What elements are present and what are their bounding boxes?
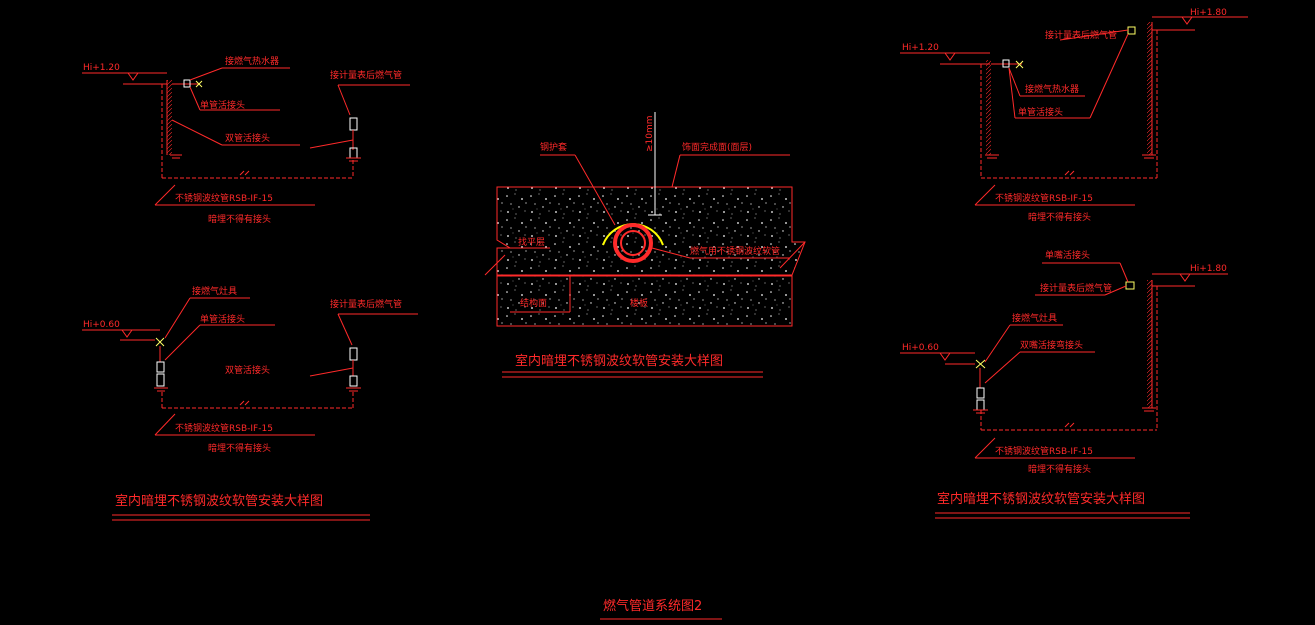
label-elbow: 双嘴活接弯接头 bbox=[1020, 339, 1083, 351]
elev-br-right: Hi+1.80 bbox=[1190, 264, 1227, 274]
label-no-joint: 暗埋不得有接头 bbox=[1028, 463, 1091, 475]
title-left: 室内暗埋不锈钢波纹软管安装大样图 bbox=[115, 493, 323, 509]
detail-top-left-text: Hi+1.20 接燃气热水器 单管活接头 双管活接头 接计量表后燃气管 不锈钢波… bbox=[83, 55, 402, 225]
title-left-underline bbox=[112, 514, 370, 521]
detail-bottom-left bbox=[82, 297, 418, 436]
detail-bottom-right-text: Hi+0.60 Hi+1.80 单嘴活接头 接计量表后燃气管 接燃气灶具 双嘴活… bbox=[902, 249, 1227, 507]
label-protect-layer: 找平层 bbox=[518, 236, 545, 248]
label-depth: ≥10mm bbox=[645, 115, 655, 152]
label-after-meter: 接计量表后燃气管 bbox=[330, 69, 402, 81]
detail-top-right bbox=[900, 16, 1248, 206]
label-structure: 结构面 bbox=[520, 297, 547, 309]
section-detail bbox=[484, 112, 806, 327]
label-after-meter: 接计量表后燃气管 bbox=[330, 298, 402, 310]
section-detail-text: 钢护套 ≥10mm 饰面完成面(面层) 找平层 燃气用不锈钢波纹软管 结构面 楼… bbox=[515, 115, 780, 369]
label-no-joint: 暗埋不得有接头 bbox=[1028, 211, 1091, 223]
label-nozzle: 单嘴活接头 bbox=[1045, 249, 1090, 261]
elev-br-left: Hi+0.60 bbox=[902, 343, 939, 353]
label-single-connector: 单管活接头 bbox=[1018, 106, 1063, 118]
detail-top-right-text: Hi+1.20 Hi+1.80 接计量表后燃气管 接燃气热水器 单管活接头 不锈… bbox=[902, 8, 1227, 223]
detail-bottom-right bbox=[900, 262, 1228, 459]
label-after-meter: 接计量表后燃气管 bbox=[1045, 29, 1117, 41]
label-ss-pipe: 不锈钢波纹管RSB-IF-15 bbox=[995, 445, 1093, 457]
label-gas-pipe: 燃气用不锈钢波纹软管 bbox=[690, 245, 780, 257]
label-gas-appliance: 接燃气热水器 bbox=[225, 55, 279, 67]
label-single-connector: 单管活接头 bbox=[200, 99, 245, 111]
label-double-connector: 双管活接头 bbox=[225, 132, 270, 144]
title-right-underline bbox=[935, 512, 1190, 519]
label-no-joint: 暗埋不得有接头 bbox=[208, 213, 271, 225]
label-double-connector: 双管活接头 bbox=[225, 364, 270, 376]
detail-bottom-left-text: Hi+0.60 接燃气灶具 单管活接头 双管活接头 接计量表后燃气管 不锈钢波纹… bbox=[83, 285, 402, 509]
label-protect-pipe: 钢护套 bbox=[540, 141, 567, 153]
elev-tl: Hi+1.20 bbox=[83, 63, 120, 73]
title-center-underline bbox=[502, 371, 763, 378]
label-ss-pipe: 不锈钢波纹管RSB-IF-15 bbox=[175, 192, 273, 204]
label-stove: 接燃气灶具 bbox=[192, 285, 237, 297]
elev-tr-right: Hi+1.80 bbox=[1190, 8, 1227, 18]
label-finish-layer: 饰面完成面(面层) bbox=[682, 141, 752, 153]
label-no-joint: 暗埋不得有接头 bbox=[208, 442, 271, 454]
title-right: 室内暗埋不锈钢波纹软管安装大样图 bbox=[937, 491, 1145, 507]
elev-bl: Hi+0.60 bbox=[83, 320, 120, 330]
label-ss-pipe: 不锈钢波纹管RSB-IF-15 bbox=[175, 422, 273, 434]
main-title: 燃气管道系统图2 bbox=[603, 598, 702, 614]
elev-tr-left: Hi+1.20 bbox=[902, 43, 939, 53]
label-ss-pipe: 不锈钢波纹管RSB-IF-15 bbox=[995, 192, 1093, 204]
label-stove: 接燃气灶具 bbox=[1012, 312, 1057, 324]
label-single-connector: 单管活接头 bbox=[200, 313, 245, 325]
label-gas-appliance: 接燃气热水器 bbox=[1025, 83, 1079, 95]
label-floor: 楼板 bbox=[630, 297, 648, 309]
title-center: 室内暗埋不锈钢波纹软管安装大样图 bbox=[515, 353, 723, 369]
label-after-meter: 接计量表后燃气管 bbox=[1040, 282, 1112, 294]
detail-top-left bbox=[82, 67, 410, 206]
